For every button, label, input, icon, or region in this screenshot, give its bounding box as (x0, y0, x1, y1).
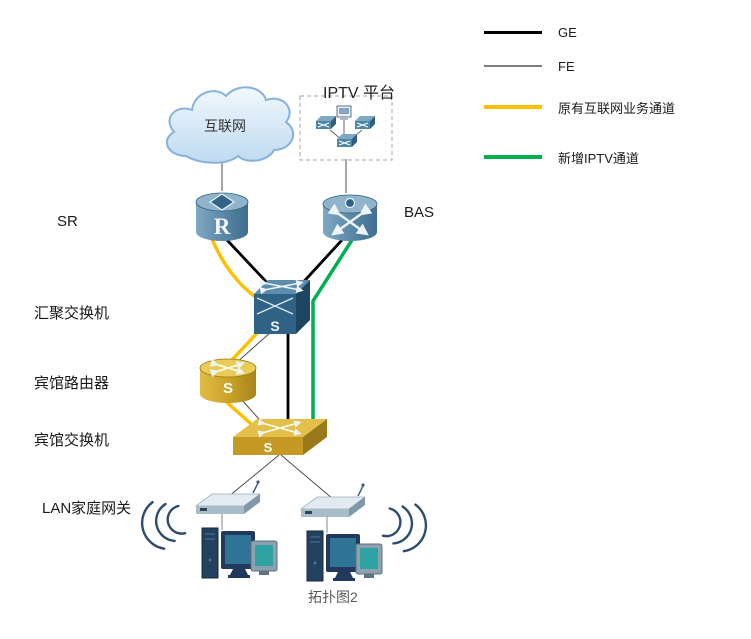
iptv-line-swatch (484, 155, 542, 159)
bas-cross-arrow-2 (331, 203, 373, 236)
gateway-front (196, 506, 244, 514)
iptv-server-icon (336, 105, 352, 120)
hotel-router-letter: S (223, 380, 233, 397)
home-gateway-left-icon (194, 480, 278, 579)
legend-item-legacy-channel: 原有互联网业务通道 (484, 100, 744, 116)
iptv-dashed-border (299, 95, 393, 161)
hotel-switch-icon: S (233, 418, 327, 455)
legacy-line-swatch (484, 105, 542, 109)
hotel-switch-label: 宾馆交换机 (34, 432, 110, 449)
sr-diamond-glyph (208, 193, 236, 211)
wifi-arc (154, 502, 176, 543)
iptv-mini-switch-right-icon (355, 116, 375, 129)
link-hotelswitch-gateway-left-fe (227, 454, 280, 498)
hotel-switch-letter: S (264, 440, 273, 455)
aggregation-switch-icon: S (254, 278, 310, 334)
agg-switch-letter: S (270, 318, 279, 334)
hotel-switch-arrow-2 (257, 418, 302, 436)
wifi-arc (402, 503, 428, 553)
lan-gateway-label: LAN家庭网关 (42, 500, 132, 517)
wifi-waves-left-icon (140, 500, 187, 550)
bas-top-glyph (344, 197, 356, 209)
home-gateway-right-icon (300, 482, 383, 582)
link-agg-router-legacy (229, 329, 261, 363)
legend-item-ge: GE (484, 24, 744, 40)
internet-cloud-icon (165, 86, 295, 164)
link-sr-agg-legacy (210, 238, 258, 300)
sr-letter: R (214, 214, 231, 239)
fe-line-swatch (484, 65, 542, 67)
agg-top-arrow-2 (259, 278, 304, 293)
ge-line-swatch (484, 30, 542, 34)
legend-item-fe: FE (484, 58, 744, 74)
legend-label-iptv-channel: 新增IPTV通道 (558, 150, 639, 166)
internet-cloud-label: 互联网 (204, 118, 246, 134)
sr-router-icon: R (195, 192, 249, 241)
monitor-icon (221, 531, 255, 578)
legend-label-fe: FE (558, 58, 575, 74)
hotel-router-label: 宾馆路由器 (34, 375, 110, 392)
wifi-arc (381, 507, 402, 538)
wifi-arc (140, 500, 166, 550)
agg-front-cross (256, 297, 294, 315)
legend-item-iptv-channel: 新增IPTV通道 (484, 150, 744, 166)
iptv-platform-label: IPTV 平台 (323, 85, 396, 102)
diagram-caption: 拓扑图2 (308, 589, 358, 605)
gateway-antenna (252, 482, 259, 494)
link-hotelswitch-gateway-right-fe (280, 454, 334, 500)
link-bas-hotelswitch-iptv (311, 239, 354, 424)
bas-label: BAS (404, 204, 435, 221)
links (210, 159, 354, 500)
hotel-switch-side-face (303, 419, 327, 455)
iptv-mini-switch-left-icon (316, 116, 336, 129)
wifi-waves-right-icon (381, 503, 428, 553)
hotel-router-arrow-2 (209, 361, 246, 378)
legend-label-legacy-channel: 原有互联网业务通道 (558, 100, 676, 116)
agg-front-face (254, 294, 296, 334)
iptv-platform-box (299, 95, 393, 161)
sr-label: SR (57, 213, 78, 230)
gateway-led (200, 508, 207, 511)
bas-icon (322, 194, 378, 241)
wifi-arc (166, 504, 187, 535)
link-sr-agg-ge (225, 239, 275, 290)
aggregation-switch-label: 汇聚交换机 (34, 305, 110, 322)
iptv-mini-switch-bottom-icon (337, 134, 357, 147)
link-agg-router-fe (235, 331, 272, 364)
wifi-arc (392, 505, 414, 545)
hotel-router-icon: S (199, 358, 257, 403)
small-monitor-icon (250, 540, 278, 575)
gateway-side (244, 494, 260, 514)
gateway-antenna-tip (256, 480, 260, 484)
legend-label-ge: GE (558, 24, 577, 40)
hotel-switch-front-face (233, 437, 303, 455)
cloud-shape (165, 86, 295, 164)
sr-body (196, 202, 248, 241)
pc-tower-icon (201, 527, 219, 579)
